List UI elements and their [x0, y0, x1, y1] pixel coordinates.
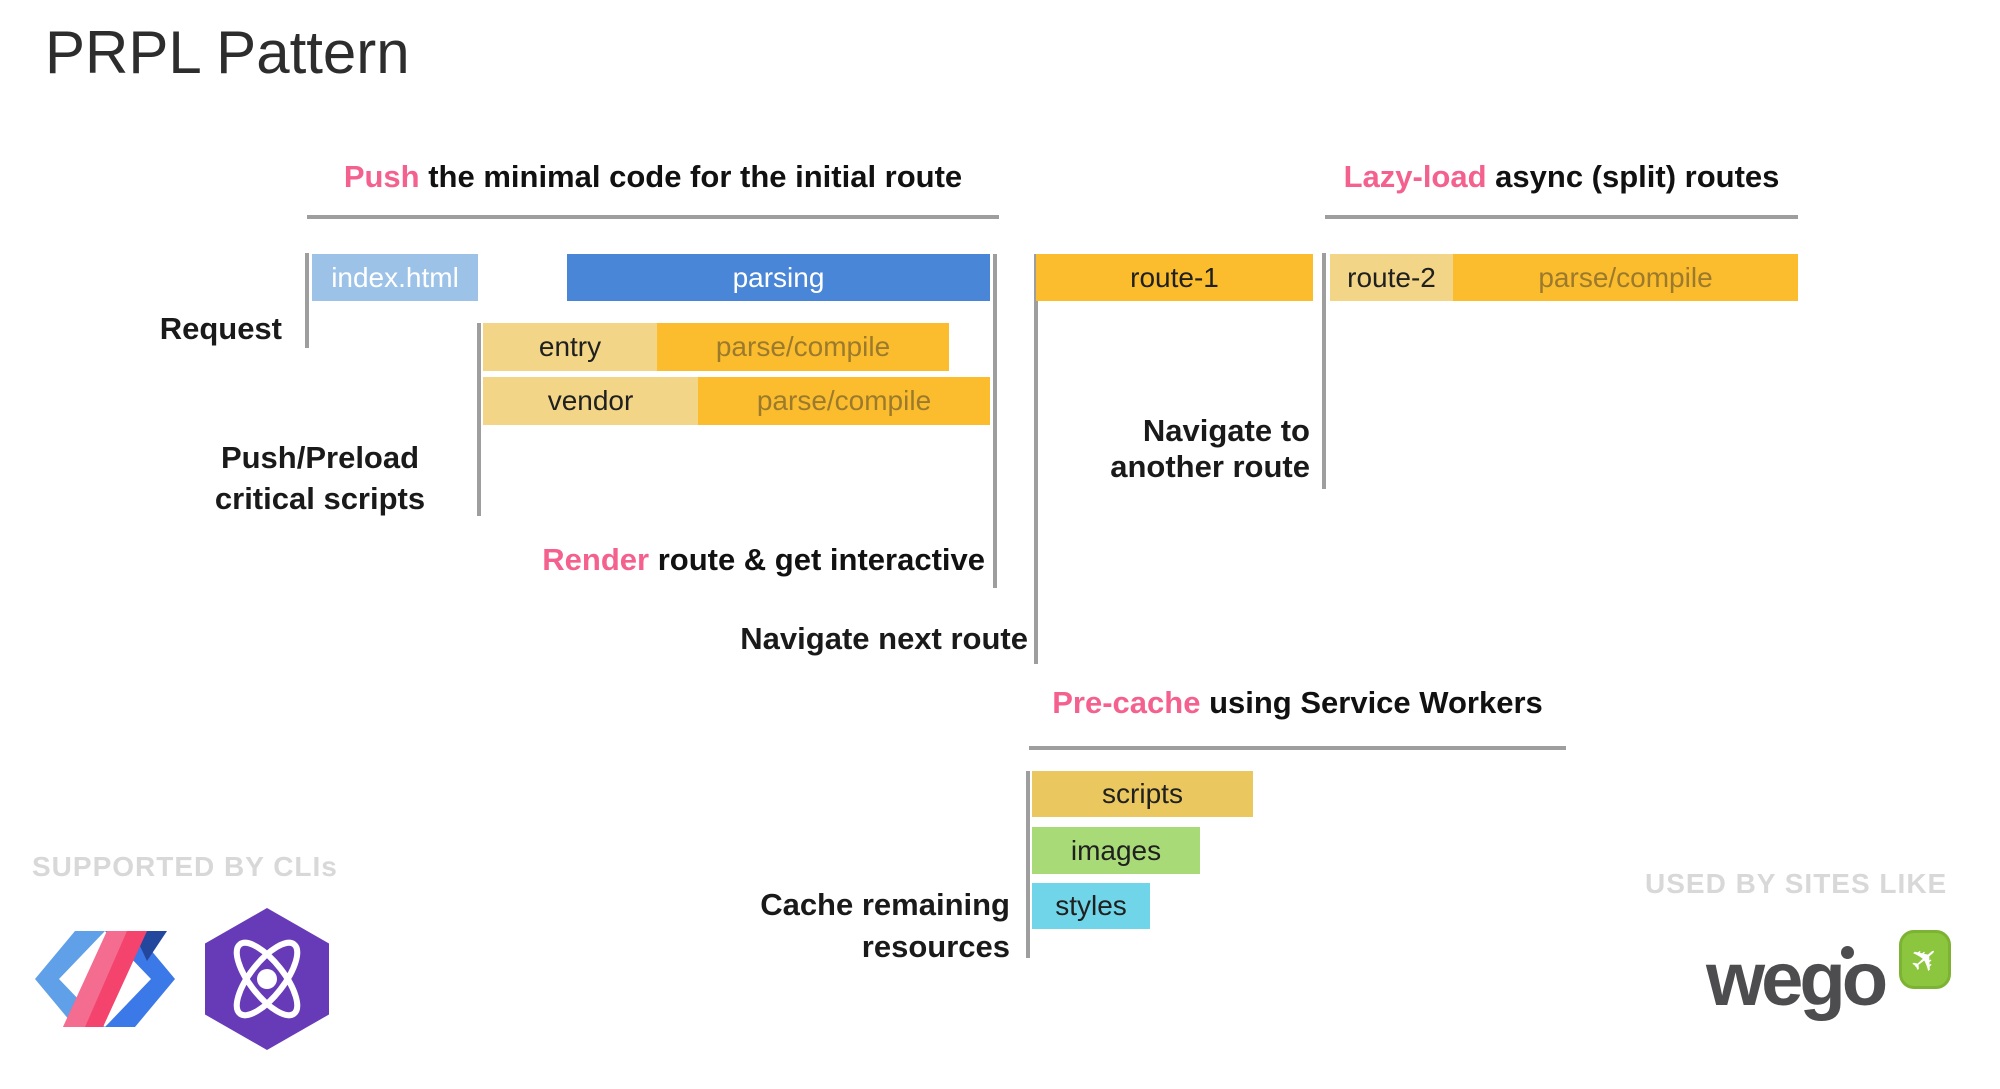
push-heading-underline — [307, 215, 999, 219]
request-line — [305, 253, 309, 348]
lazy-load-heading-accent: Lazy-load — [1343, 159, 1487, 194]
push-preload-label-line2: critical scripts — [214, 481, 426, 516]
bar-route-2-parse-compile: parse/compile — [1453, 254, 1798, 301]
bar-entry-parse-compile: parse/compile — [657, 323, 949, 371]
navigate-another-line — [1322, 253, 1326, 489]
navigate-another-label-line2: another route — [1110, 449, 1310, 484]
lazy-load-heading: Lazy-load async (split) routes — [1325, 158, 1798, 196]
cache-remaining-label-line2: resources — [861, 929, 1010, 964]
navigate-next-label: Navigate next route — [740, 621, 1028, 656]
render-line — [993, 254, 997, 588]
airplane-icon: ✈ — [1901, 935, 1949, 984]
navigate-another-label-line1: Navigate to — [1142, 413, 1310, 448]
lazy-load-heading-rest: async (split) routes — [1486, 159, 1780, 194]
wego-badge: ✈ — [1899, 930, 1951, 989]
wego-wordmark: wego — [1706, 937, 1888, 1022]
pre-cache-heading-underline — [1029, 746, 1566, 750]
page-title: PRPL Pattern — [45, 19, 410, 86]
push-heading-accent: Push — [343, 159, 420, 194]
cache-remaining-label-line1: Cache remaining — [760, 887, 1010, 922]
render-heading-rest: route & get interactive — [649, 542, 985, 577]
bar-vendor: vendor — [483, 377, 698, 425]
bar-route-1: route-1 — [1036, 254, 1313, 301]
push-preload-label: Push/Preload critical scripts — [180, 437, 460, 519]
push-preload-label-line1: Push/Preload — [220, 440, 420, 475]
bar-vendor-parse-compile: parse/compile — [698, 377, 990, 425]
push-heading: Push the minimal code for the initial ro… — [307, 158, 999, 196]
pre-cache-heading: Pre-cache using Service Workers — [1029, 684, 1566, 722]
supported-by-clis-label: SUPPORTED BY CLIs — [32, 851, 338, 882]
pre-cache-heading-accent: Pre-cache — [1052, 685, 1201, 720]
request-label: Request — [159, 311, 282, 346]
wego-dot — [1841, 946, 1854, 959]
render-heading-accent: Render — [542, 542, 650, 577]
push-heading-rest: the minimal code for the initial route — [419, 159, 963, 194]
cache-remaining-label: Cache remaining resources — [700, 884, 1010, 968]
bar-styles: styles — [1032, 883, 1150, 929]
pre-cache-heading-rest: using Service Workers — [1200, 685, 1543, 720]
bar-route-2: route-2 — [1330, 254, 1453, 301]
polymer-logo — [35, 931, 175, 1027]
bar-index-html: index.html — [312, 254, 478, 301]
preact-logo — [205, 908, 329, 1050]
push-preload-line — [477, 323, 481, 516]
used-by-sites-label: USED BY SITES LIKE — [1645, 868, 1948, 899]
lazy-load-heading-underline — [1325, 215, 1798, 219]
navigate-another-label: Navigate to another route — [1020, 413, 1310, 485]
bar-scripts: scripts — [1032, 771, 1253, 817]
render-heading: Render route & get interactive — [400, 540, 985, 580]
navigate-next-line — [1034, 254, 1038, 664]
bar-images: images — [1032, 827, 1200, 874]
bar-parsing: parsing — [567, 254, 990, 301]
bar-entry: entry — [483, 323, 657, 371]
pre-cache-line — [1026, 771, 1030, 958]
